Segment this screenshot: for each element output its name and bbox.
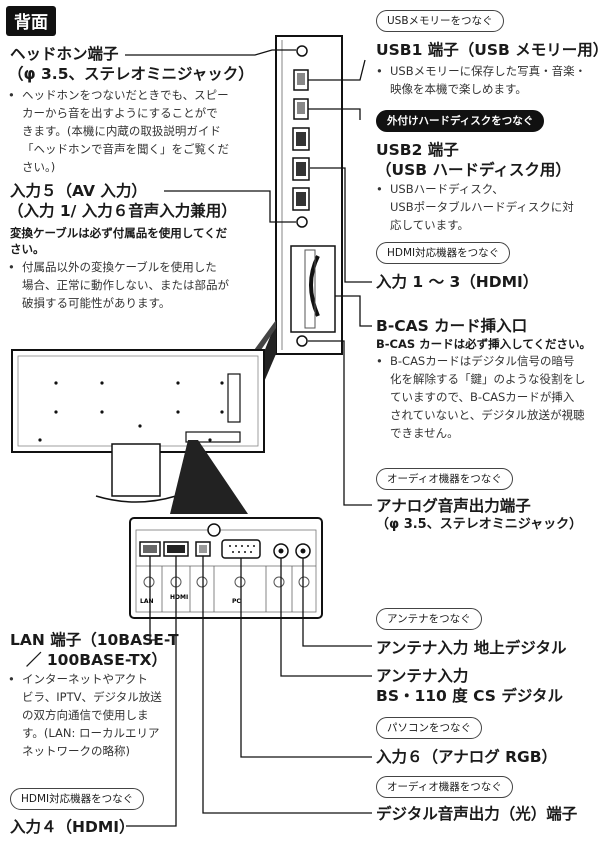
hdmi13-pill: HDMI対応機器をつなぐ: [376, 242, 511, 264]
pc-title: 入力６（アナログ RGB）: [376, 748, 558, 766]
pc-pill: パソコンをつなぐ: [376, 717, 482, 739]
analog-audio-title: アナログ音声出力端子: [376, 497, 531, 515]
rgb-port: [221, 539, 261, 559]
analog-audio-subtitle: （φ 3.5、ステレオミニジャック）: [376, 517, 583, 532]
leader-lines: [125, 49, 372, 827]
usb2-title: USB2 端子: [376, 141, 459, 159]
optical-pill: オーディオ機器をつなぐ: [376, 776, 513, 798]
headphone-jack-port: [296, 45, 308, 57]
panel-label-lan: LAN: [140, 598, 154, 605]
headphone-title: ヘッドホン端子: [10, 45, 119, 63]
analog-audio-pill: オーディオ機器をつなぐ: [376, 468, 513, 490]
headphone-subtitle: （φ 3.5、ステレオミニジャック）: [8, 65, 254, 83]
bottom-panel: [129, 517, 323, 619]
hdmi4-title: 入力４（HDMI）: [10, 818, 135, 836]
usb1-note: •USBメモリーに保存した写真・音楽・ 映像を本機で楽しめます。: [376, 64, 587, 96]
hdmi13-title: 入力 1 〜 3（HDMI）: [376, 273, 539, 291]
av-input-title: 入力５（AV 入力）: [10, 182, 147, 200]
av-input-port: [296, 216, 308, 228]
antenna-bs-title: アンテナ入力: [376, 667, 469, 685]
analog-audio-port: [296, 335, 308, 347]
usb1-title: USB1 端子（USB メモリー用）: [376, 41, 601, 59]
panel-label-pc: PC: [232, 598, 241, 605]
bcas-warning: B-CAS カードは必ず挿入してください。: [376, 337, 591, 351]
hdmi4-pill: HDMI対応機器をつなぐ: [10, 788, 145, 810]
lan-subtitle: ／ 100BASE-TX）: [26, 651, 167, 669]
antenna-terrestrial-title: アンテナ入力 地上デジタル: [376, 639, 567, 657]
av-input-subtitle: （入力 1/ 入力６音声入力兼用）: [8, 202, 237, 220]
tv-stand: [111, 443, 161, 497]
antenna-pill: アンテナをつなぐ: [376, 608, 482, 630]
lan-note: •インターネットやアクト ビラ、IPTV、デジタル放送 の双方向通信で使用しま …: [8, 672, 162, 758]
section-title: 背面: [6, 6, 56, 36]
panel-label-hdmi: HDMI: [170, 594, 188, 601]
headphone-note: •ヘッドホンをつないだときでも、スピー カーから音を出すようにすることがで きま…: [8, 88, 229, 174]
usb2-pill: 外付けハードディスクをつなぐ: [376, 110, 545, 132]
bcas-note: •B-CASカードはデジタル信号の暗号 化を解除する「鍵」のような役割をし てい…: [376, 354, 586, 440]
usb2-subtitle: （USB ハードディスク用）: [376, 161, 571, 179]
bcas-title: B-CAS カード挿入口: [376, 317, 528, 335]
usb1-pill: USBメモリーをつなぐ: [376, 10, 504, 32]
lan-title: LAN 端子（10BASE-T: [10, 631, 179, 649]
optical-title: デジタル音声出力（光）端子: [376, 805, 578, 823]
av-input-note: •付属品以外の変換ケーブルを使用した 場合、正常に動作しない、または部品が 破損…: [8, 260, 229, 310]
usb2-note: •USBハードディスク、 USBポータブルハードディスクに対 応しています。: [376, 182, 574, 232]
antenna-bs-subtitle: BS・110 度 CS デジタル: [376, 687, 564, 705]
av-input-warning: 変換ケーブルは必ず付属品を使用してくだ さい。: [10, 226, 228, 256]
